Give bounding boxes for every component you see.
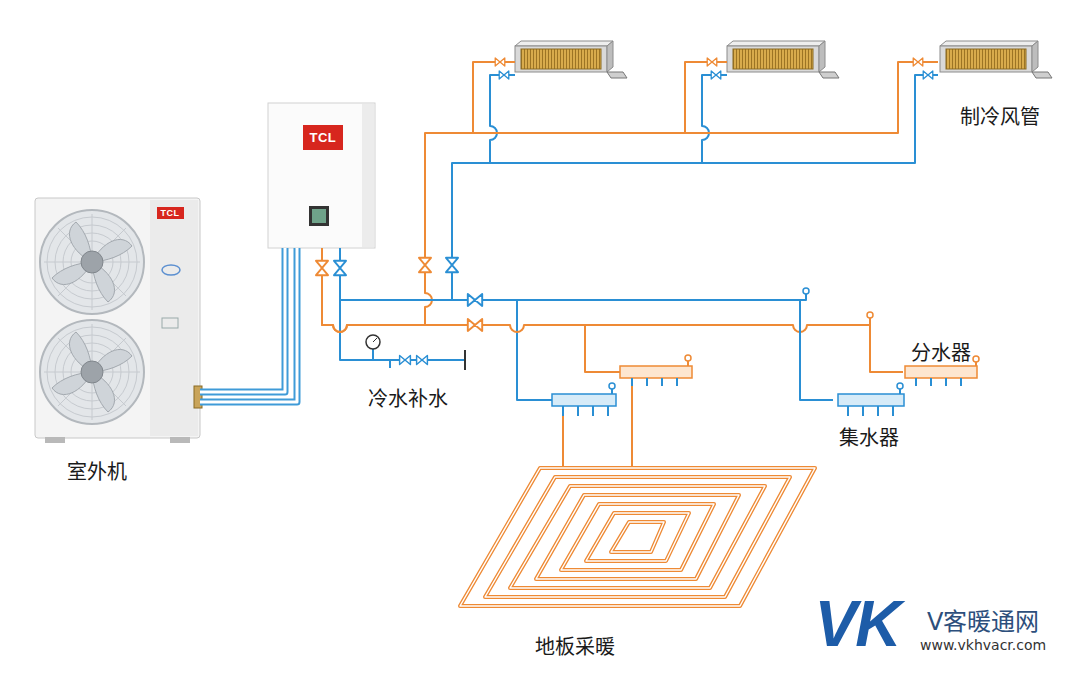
pipe-core: [200, 248, 297, 402]
pipe-core: [200, 248, 285, 392]
watermark-text: V客暖通网: [927, 602, 1039, 637]
fan-coil-unit: 制冷风管: [938, 40, 1053, 132]
indoor-hydro-unit: TCL: [268, 103, 375, 248]
fan-coil-drawings: [515, 41, 1052, 78]
pipe-connector: [200, 248, 285, 392]
pipe-connector: [322, 248, 903, 372]
outdoor-unit: TCL 室外机: [35, 198, 200, 490]
water-collector: 集水器: [833, 388, 911, 452]
watermark-url: www.vkhvacr.com: [920, 637, 1046, 653]
floor-heating-coil: 地板采暖: [455, 462, 820, 662]
brand-badge: TCL: [157, 207, 184, 219]
component-label: 冷水补水: [368, 383, 448, 412]
component-label: 地板采暖: [535, 631, 615, 660]
water-pipes: [340, 62, 870, 468]
component-label: 集水器: [839, 422, 899, 451]
indoor-unit-drawing: [268, 103, 375, 248]
brand-badge: TCL: [303, 125, 344, 150]
component-label: 分水器: [911, 337, 971, 366]
water-distributor: 分水器: [903, 336, 983, 388]
component-label: 制冷风管: [960, 101, 1040, 130]
floor-heating-coil-drawing: [460, 468, 815, 606]
pipe-connector: [322, 62, 938, 332]
pipe-connector: [200, 248, 297, 402]
pipe-connector: [340, 248, 833, 400]
valve-symbols: [316, 58, 933, 365]
watermark-logo: VK: [815, 587, 900, 661]
component-label: 室外机: [67, 456, 127, 485]
pipe-connector: [340, 75, 938, 300]
outdoor-unit-drawing: [35, 198, 202, 443]
